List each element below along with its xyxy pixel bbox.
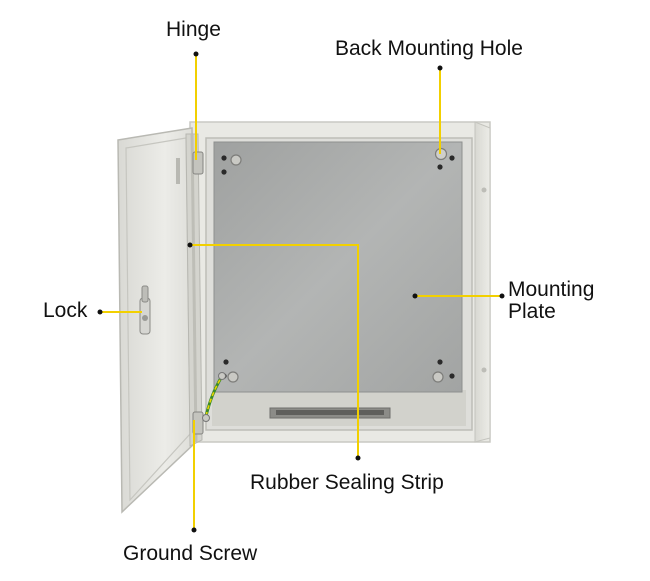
leader-dots: [97, 51, 505, 533]
leader-rubber-sealing-strip: [190, 244, 359, 458]
label-mounting-plate: Mounting Plate: [508, 278, 595, 324]
leader-lines: [100, 54, 502, 530]
label-mounting-plate-line1: Mounting: [508, 278, 595, 301]
mounting-plate: [213, 141, 463, 393]
bottom-slot: [269, 407, 391, 419]
lock-handle: [139, 285, 151, 335]
label-back-mounting-hole: Back Mounting Hole: [335, 37, 523, 60]
enclosure-door: [117, 127, 203, 514]
label-mounting-plate-line2: Plate: [508, 300, 556, 324]
label-hinge: Hinge: [166, 18, 221, 41]
label-ground-screw: Ground Screw: [123, 542, 258, 565]
ground-wire: [202, 372, 226, 422]
label-lock: Lock: [43, 299, 88, 322]
label-rubber-sealing-strip: Rubber Sealing Strip: [250, 471, 444, 494]
